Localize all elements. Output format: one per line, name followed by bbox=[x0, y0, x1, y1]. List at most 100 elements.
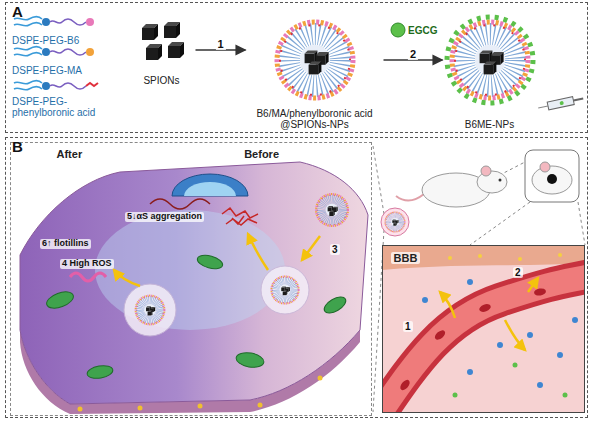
molecule-label-holder: DSPE-PEG-B6 bbox=[12, 30, 79, 48]
step-number: 2 bbox=[513, 267, 523, 278]
illustration-part bbox=[532, 166, 572, 194]
illustration-part bbox=[481, 166, 491, 176]
illustration-part bbox=[528, 278, 538, 292]
illustration-part bbox=[318, 376, 323, 381]
mitochondria bbox=[44, 253, 348, 380]
process-label: 5↓αS aggregation bbox=[125, 212, 204, 222]
illustration-part bbox=[477, 171, 507, 193]
illustration-part bbox=[373, 146, 384, 214]
illustration-part bbox=[467, 279, 473, 285]
step-number: 1 bbox=[215, 38, 225, 50]
illustration-part bbox=[248, 234, 268, 270]
illustration-part bbox=[478, 303, 492, 314]
compound-label-holder: EGCG bbox=[408, 20, 437, 38]
particle-label: B6/MA/phenylboronic acid @SPIONs-NPs bbox=[249, 108, 381, 130]
particle-label: SPIONs bbox=[142, 75, 180, 86]
molecule-label: DSPE-PEG-MA bbox=[12, 65, 82, 76]
illustration-part bbox=[573, 99, 583, 101]
mouse bbox=[396, 166, 507, 207]
illustration-part bbox=[398, 288, 546, 392]
illustration-part bbox=[513, 363, 518, 368]
illustration-part bbox=[42, 82, 50, 90]
illustration-part bbox=[136, 296, 165, 325]
state-label: Before bbox=[243, 148, 280, 160]
lipid-ma bbox=[14, 47, 94, 56]
illustration-part bbox=[497, 342, 503, 348]
illustration-part bbox=[499, 179, 502, 182]
illustration-part bbox=[164, 22, 180, 38]
illustration-part bbox=[563, 393, 568, 398]
illustration-part bbox=[42, 18, 50, 26]
illustration-part bbox=[382, 275, 585, 413]
step-number-holder: 2 bbox=[408, 44, 418, 62]
process-arrows bbox=[114, 234, 320, 286]
illustration-part bbox=[14, 47, 42, 50]
illustration-part bbox=[86, 83, 98, 86]
barrier-label: BBB bbox=[391, 252, 421, 264]
vessel-inset bbox=[382, 245, 585, 413]
illustration-part bbox=[14, 23, 42, 26]
illustration-part bbox=[50, 19, 86, 25]
cell-body bbox=[20, 162, 368, 414]
illustration-part bbox=[467, 369, 473, 375]
illustration-part bbox=[14, 87, 42, 90]
illustration-part bbox=[557, 352, 563, 358]
illustration-part bbox=[398, 378, 411, 392]
illustration-part bbox=[20, 162, 368, 404]
nucleus bbox=[172, 174, 248, 196]
membrane-dots bbox=[78, 376, 323, 412]
illustration-part bbox=[261, 266, 309, 314]
illustration-part bbox=[271, 276, 298, 303]
illustration-part bbox=[433, 328, 447, 341]
illustration-part bbox=[124, 284, 176, 336]
illustration-part bbox=[452, 22, 528, 98]
np-particle bbox=[277, 22, 353, 98]
process-label-holder: 5↓αS aggregation bbox=[125, 205, 204, 223]
illustration-part bbox=[86, 18, 94, 26]
zoom-box bbox=[525, 150, 579, 202]
illustration-part bbox=[440, 278, 538, 350]
illustration-part bbox=[50, 49, 86, 55]
illustration-part bbox=[470, 202, 530, 245]
molecule-label-holder: DSPE-PEG-MA bbox=[12, 60, 82, 78]
illustration-part bbox=[559, 101, 564, 106]
illustration-part bbox=[422, 279, 578, 388]
lipid-b6 bbox=[14, 17, 94, 26]
step-number-holder: 1 bbox=[403, 316, 413, 334]
illustration-part bbox=[258, 403, 263, 408]
illustration-part bbox=[547, 97, 574, 110]
illustration-part bbox=[44, 289, 75, 312]
process-label-holder: 6↑ flotillins bbox=[40, 232, 91, 250]
illustration-part bbox=[533, 288, 546, 297]
incoming-np bbox=[316, 194, 348, 226]
illustration-part bbox=[440, 292, 455, 318]
syringe bbox=[537, 95, 584, 112]
illustration-part bbox=[527, 332, 533, 338]
illustration-part bbox=[525, 150, 579, 202]
state-label: After bbox=[56, 148, 84, 160]
illustration-part bbox=[138, 406, 143, 411]
step-number-holder: 3 bbox=[330, 239, 340, 257]
illustration-part bbox=[184, 182, 236, 196]
illustration-part bbox=[453, 393, 458, 398]
molecule-label: DSPE-PEG-B6 bbox=[12, 35, 79, 46]
illustration-part bbox=[518, 257, 522, 261]
b6me-particle bbox=[447, 17, 533, 103]
panel-letter: B bbox=[11, 139, 24, 156]
illustration-part bbox=[540, 162, 550, 172]
illustration-part bbox=[172, 174, 248, 196]
illustration-part bbox=[114, 270, 140, 286]
illustration-part bbox=[547, 174, 557, 184]
illustration-part bbox=[142, 24, 158, 40]
illustration-part bbox=[447, 17, 533, 103]
illustration-part bbox=[235, 351, 265, 370]
illustration-part bbox=[537, 382, 543, 388]
endosomes bbox=[124, 266, 309, 336]
illustration-part bbox=[14, 53, 42, 56]
illustration-part bbox=[78, 407, 83, 412]
panel-box: AfterBeforeBBBB bbox=[5, 137, 588, 418]
